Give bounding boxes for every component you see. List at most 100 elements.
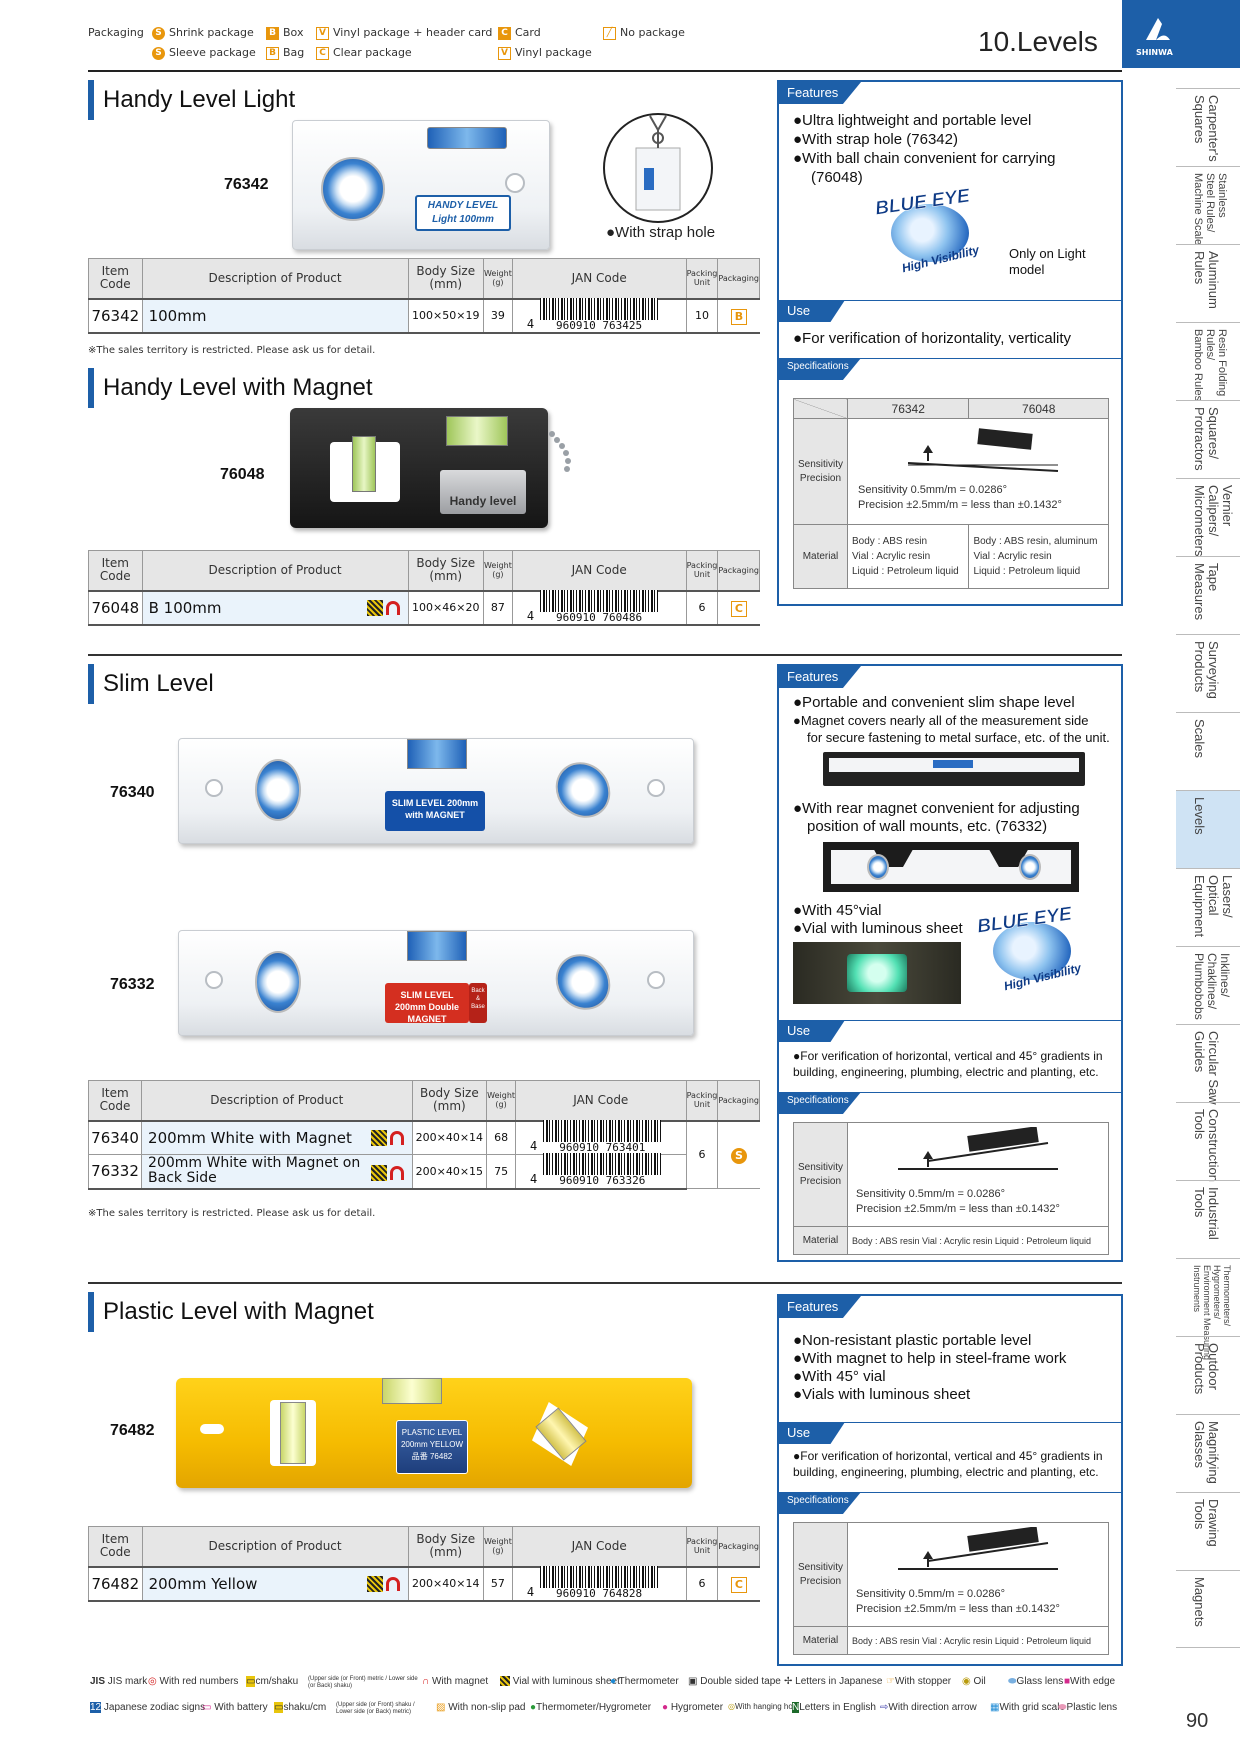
tab-levels[interactable]: Levels xyxy=(1176,790,1240,868)
col-packaging: Packaging xyxy=(717,550,760,591)
section-marker xyxy=(88,80,94,120)
shrink-package-icon: S xyxy=(152,26,165,40)
section-marker xyxy=(88,1292,94,1332)
divider xyxy=(779,1492,1121,1493)
tab-circular-saw-guides[interactable]: Circular Saw Guides xyxy=(1176,1024,1240,1105)
plastic-level-image: PLASTIC LEVEL 200mm YELLOW 品番 76482 xyxy=(176,1378,692,1488)
feature-panel-plastic: Features ●Non-resistant plastic portable… xyxy=(777,1294,1123,1666)
strap-hole xyxy=(505,173,525,193)
packaging: B xyxy=(717,297,760,334)
magnet-side-image xyxy=(823,752,1085,786)
section-title-handy-light: Handy Level Light xyxy=(103,86,296,113)
blue-eye-badge: BLUE EYE High Visibility xyxy=(873,185,981,276)
description: 200mm Yellow xyxy=(141,1565,409,1602)
stopper-legend: ☞With stopper xyxy=(886,1676,952,1687)
packaging: S xyxy=(717,1119,760,1189)
packing-unit: 6 xyxy=(685,1119,718,1189)
cm-shaku-note: (Upper side (or Front) metric / Lower si… xyxy=(308,1676,418,1689)
spec-table: Sensitivity Precision Sensitivity 0.5mm/… xyxy=(793,1122,1109,1255)
handy-level-magnet-image: Handy level xyxy=(290,408,548,528)
tab-tape-measures[interactable]: Tape Measures xyxy=(1176,556,1240,634)
thermo-hygro-legend: ●Thermometer/Hygrometer xyxy=(530,1702,652,1713)
glowing-vial xyxy=(847,954,907,992)
tilt-diagram-icon xyxy=(908,428,1059,472)
col-description: Description of Product xyxy=(141,1526,409,1567)
vertical-vial xyxy=(867,854,889,880)
handy-level-light-image: HANDY LEVEL Light 100mm xyxy=(292,120,550,250)
hygrometer-legend: ● Hygrometer xyxy=(662,1702,724,1713)
thermometer-legend: ● Thermometer xyxy=(610,1676,679,1687)
tilt-diagram-icon xyxy=(898,1527,1058,1570)
product-plate: PLASTIC LEVEL 200mm YELLOW 品番 76482 xyxy=(396,1420,468,1474)
icon-legend-row-2: 12 Japanese zodiac signs ▭ With battery … xyxy=(90,1702,1124,1720)
brand-logo: SHINWA xyxy=(1122,0,1240,68)
col-body-size: Body Size (mm) xyxy=(407,258,484,299)
vinyl-package-icon: V xyxy=(498,46,511,60)
section-divider xyxy=(88,1282,1122,1284)
item-code: 76482 xyxy=(88,1565,143,1602)
edge-legend: ■With edge xyxy=(1064,1676,1116,1687)
hanging-hole-legend: ◎With hanging hole xyxy=(728,1702,800,1711)
use-text: ●For verification of horizontality, vert… xyxy=(793,330,1072,347)
brand-name: SHINWA xyxy=(1136,48,1173,57)
page-number: 90 xyxy=(1186,1710,1209,1732)
tab-construction-tools[interactable]: Construction Tools xyxy=(1176,1102,1240,1182)
vertical-vial xyxy=(255,759,301,821)
item-code: 76048 xyxy=(88,589,143,626)
tab-aluminum-rules[interactable]: Aluminum Rules xyxy=(1176,244,1240,322)
tab-resin-folding-rules[interactable]: Resin Folding Rules/ Bamboo Rules xyxy=(1176,322,1240,401)
tab-thermometers[interactable]: Thermometers/ Hygrometers/ Environment M… xyxy=(1176,1258,1240,1360)
tab-drawing-tools[interactable]: Drawing Tools xyxy=(1176,1492,1240,1570)
red-numbers-icon: ◎ With red numbers xyxy=(148,1676,239,1687)
sleeve-package-icon: S xyxy=(152,46,165,60)
barcode-icon xyxy=(540,589,659,612)
tab-magnifying-glasses[interactable]: Magnifying Glasses xyxy=(1176,1414,1240,1492)
tab-vernier-calipers[interactable]: Vernier Calipers/ Micrometers xyxy=(1176,478,1240,557)
description: 200mm White with Magnet on Back Side xyxy=(141,1154,413,1190)
tab-lasers[interactable]: Lasers/ Optical Equipment xyxy=(1176,868,1240,946)
section-divider xyxy=(88,654,1122,656)
description: B 100mm xyxy=(141,589,409,626)
tab-magnets[interactable]: Magnets xyxy=(1176,1570,1240,1648)
col-packaging: Packaging xyxy=(717,1526,760,1567)
col-jan: JAN Code xyxy=(511,258,687,299)
tab-inklines[interactable]: Inklines/ Chaklines/ Plumbobobs xyxy=(1176,946,1240,1024)
tab-scales[interactable]: Scales xyxy=(1176,712,1240,790)
tab-surveying-products[interactable]: Surveying Products xyxy=(1176,634,1240,712)
shinwa-logo-icon xyxy=(1146,18,1170,40)
tab-squares-protractors[interactable]: Squares/ Protractors xyxy=(1176,400,1240,478)
shrink-package-icon: S xyxy=(730,1148,747,1165)
material-text: Body : ABS resin Vial : Acrylic resin Li… xyxy=(847,1626,1109,1655)
weight: 39 xyxy=(482,297,513,334)
grid-scale-legend: ▦With grid scale xyxy=(990,1702,1066,1713)
plastic-lens-legend: ⬬Plastic lens xyxy=(1058,1702,1118,1713)
col-jan: JAN Code xyxy=(511,550,687,591)
blue-eye-badge: BLUE EYE High Visibility xyxy=(975,903,1083,994)
tab-carpenters-squares[interactable]: Carpenter's Squares xyxy=(1176,88,1240,166)
tab-steel-rules[interactable]: Stainless Steel Rules/ Machine Scale xyxy=(1176,166,1240,245)
spec-table: Sensitivity Precision Sensitivity 0.5mm/… xyxy=(793,1522,1109,1655)
feature-3: ●With 45° vial xyxy=(793,1368,886,1385)
col-packing-unit: Packing Unit xyxy=(685,258,719,299)
sensitivity-cell: Sensitivity 0.5mm/m = 0.0286°Precision ±… xyxy=(847,1122,1109,1227)
end-hole xyxy=(647,779,665,797)
product-table-plastic: Item Code Description of Product Body Si… xyxy=(88,1526,760,1602)
material-label: Material xyxy=(793,1626,848,1655)
luminous-sheet-legend: Vial with luminous sheet xyxy=(500,1676,620,1687)
packing-unit: 10 xyxy=(685,297,718,334)
tab-outdoor-products[interactable]: Outdoor Products xyxy=(1176,1336,1240,1414)
spec-col-76048: 76048 xyxy=(968,398,1109,419)
slim-level-76340-image: SLIM LEVEL 200mm with MAGNET xyxy=(178,738,694,844)
tab-industrial-tools[interactable]: Industrial Tools xyxy=(1176,1180,1240,1258)
item-code: 76332 xyxy=(87,1154,142,1190)
feature-2-cont: for secure fastening to metal surface, e… xyxy=(807,730,1110,745)
vertical-vial xyxy=(280,1402,306,1464)
bag-icon: B xyxy=(266,46,279,60)
vertical-vial xyxy=(1019,854,1041,880)
